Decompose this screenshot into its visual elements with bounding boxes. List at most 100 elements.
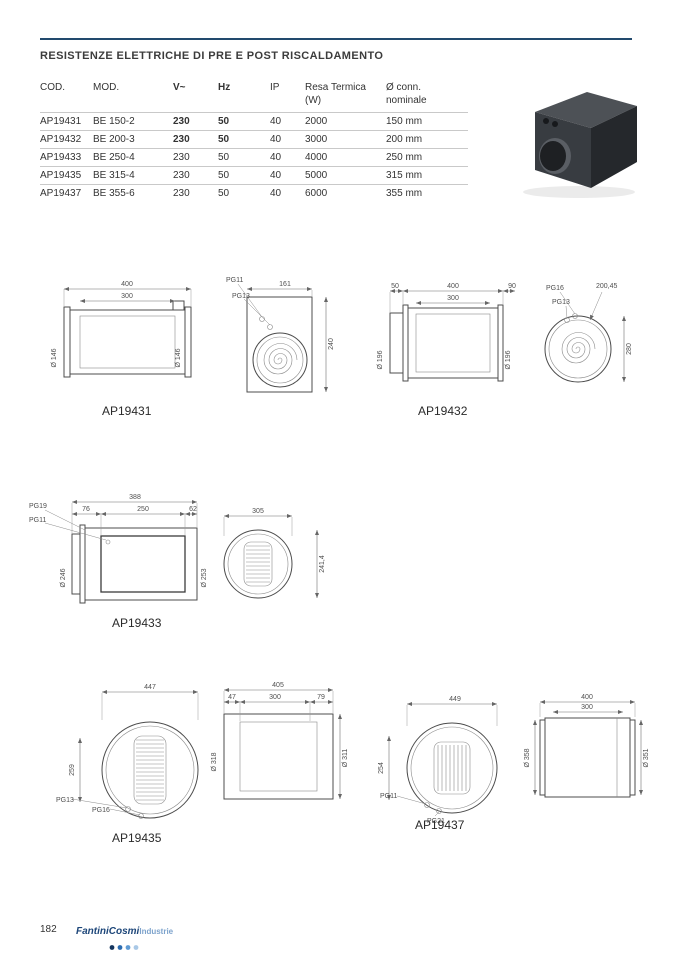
cell-ip: 40 bbox=[270, 134, 282, 145]
ap19431-front-dimensions bbox=[247, 287, 328, 392]
gland-circle bbox=[125, 806, 131, 812]
cell-cod: AP19435 bbox=[40, 170, 82, 181]
diam-left-label: Ø 146 bbox=[51, 348, 58, 367]
front-height-label: 280 bbox=[626, 343, 633, 355]
cell-mod: BE 355-6 bbox=[93, 188, 135, 199]
cell-ip: 40 bbox=[270, 152, 282, 163]
drawing-label-ap19437: AP19437 bbox=[415, 818, 465, 832]
heater-box-front bbox=[591, 106, 637, 188]
col-header-volt: V~ bbox=[173, 82, 186, 93]
front-diag-label: 200,45 bbox=[596, 283, 618, 290]
gland2-label: PG13 bbox=[232, 293, 250, 300]
ap19437-front-dimensions bbox=[387, 702, 498, 800]
gland-circle bbox=[105, 539, 111, 545]
heating-coil bbox=[561, 332, 596, 364]
ap19435-side-view: 405 47 300 79 Ø 311 bbox=[223, 682, 349, 800]
cell-conn: 150 mm bbox=[386, 116, 423, 127]
cable-gland bbox=[552, 121, 558, 127]
gland-circle bbox=[572, 313, 578, 319]
front-height-label: 259 bbox=[69, 764, 76, 776]
diam-right-label: Ø 146 bbox=[175, 348, 182, 367]
drawing-label-ap19433: AP19433 bbox=[112, 616, 162, 630]
gland1-label: PG16 bbox=[546, 285, 564, 292]
cell-conn: 200 mm bbox=[386, 134, 423, 145]
table-row: AP19435 BE 315-4 230 50 40 5000 315 mm bbox=[40, 166, 468, 185]
ap19437-side-dimensions bbox=[533, 700, 643, 795]
col-header-resa: Resa Termica (W) bbox=[305, 82, 366, 106]
gland-circle bbox=[424, 802, 430, 808]
offset-right-label: 90 bbox=[508, 283, 516, 290]
cell-resa: 2000 bbox=[305, 116, 328, 127]
diam-front-label: Ø 318 bbox=[211, 752, 218, 771]
drawing-ap19433: 388 76 250 62 PG19 PG11 Ø 246 Ø 253 305 … bbox=[29, 494, 326, 604]
grille-hatch bbox=[246, 545, 270, 583]
cell-ip: 40 bbox=[270, 170, 282, 181]
ap19437-side-view: 400 300 Ø 358 Ø 351 bbox=[524, 694, 650, 798]
col-header-cod: COD. bbox=[40, 82, 65, 93]
diam-right-label: Ø 351 bbox=[643, 748, 650, 767]
cell-volt: 230 bbox=[173, 170, 190, 181]
cell-hz: 50 bbox=[218, 188, 230, 199]
dim-overall-label: 405 bbox=[272, 682, 284, 689]
seg2-label: 250 bbox=[137, 506, 149, 513]
gland2-label: PG11 bbox=[29, 517, 46, 524]
page-number: 182 bbox=[40, 924, 57, 935]
cell-cod: AP19437 bbox=[40, 188, 82, 199]
gland2-label: PG13 bbox=[552, 299, 570, 306]
logo-dots bbox=[76, 939, 173, 955]
dim-overall-label: 388 bbox=[129, 494, 141, 501]
gland2-label: PG21 bbox=[427, 818, 445, 825]
ap19433-front-view: 305 241,4 bbox=[223, 508, 326, 599]
seg3-label: 62 bbox=[189, 506, 197, 513]
cell-resa: 3000 bbox=[305, 134, 328, 145]
dim-overall-label: 400 bbox=[121, 281, 133, 288]
front-width-label: 447 bbox=[144, 684, 156, 691]
drawing-ap19437: 449 254 PG11 PG21 bbox=[378, 694, 650, 825]
gland1-label: PG13 bbox=[56, 797, 74, 804]
cell-volt: 230 bbox=[173, 188, 190, 199]
brand-logo: FantiniCosmiIndustrie bbox=[76, 922, 173, 955]
photo-shadow bbox=[523, 186, 635, 198]
drawing-ap19435: 447 259 PG13 PG16 Ø 318 bbox=[56, 682, 349, 819]
col-header-ip: IP bbox=[270, 82, 280, 93]
cell-conn: 355 mm bbox=[386, 188, 423, 199]
table-row: AP19432 BE 200-3 230 50 40 3000 200 mm bbox=[40, 130, 468, 149]
gland-circle bbox=[259, 316, 265, 322]
cell-volt: 230 bbox=[173, 134, 190, 145]
seg1-label: 76 bbox=[82, 506, 90, 513]
cell-mod: BE 150-2 bbox=[93, 116, 135, 127]
table-row: AP19437 BE 355-6 230 50 40 6000 355 mm bbox=[40, 184, 468, 203]
seg2-label: 300 bbox=[269, 694, 281, 701]
dim-overall-label: 400 bbox=[581, 694, 593, 701]
logo-sub-text: Industrie bbox=[139, 927, 174, 936]
cell-mod: BE 315-4 bbox=[93, 170, 135, 181]
ap19432-front-view: PG16 PG13 200,45 280 bbox=[544, 283, 633, 383]
ap19431-side-view: 400 300 Ø 146 Ø 146 bbox=[51, 281, 192, 378]
diam-left-label: Ø 246 bbox=[60, 568, 67, 587]
ap19431-front-view: PG11 PG13 161 240 bbox=[226, 277, 335, 393]
grille-hatch bbox=[437, 745, 467, 791]
cell-hz: 50 bbox=[218, 152, 230, 163]
cell-hz: 50 bbox=[218, 116, 230, 127]
ap19435-front-dimensions bbox=[78, 690, 199, 802]
gland-circle bbox=[436, 808, 442, 814]
drawing-label-ap19435: AP19435 bbox=[112, 831, 162, 845]
cell-mod: BE 200-3 bbox=[93, 134, 135, 145]
drawing-ap19431: 400 300 Ø 146 Ø 146 PG11 PG13 161 240 bbox=[51, 277, 335, 393]
cell-cod: AP19432 bbox=[40, 134, 82, 145]
diam-side-label: Ø 311 bbox=[342, 749, 349, 768]
cell-volt: 230 bbox=[173, 152, 190, 163]
dim-inner-label: 300 bbox=[121, 293, 133, 300]
front-width-label: 305 bbox=[252, 508, 264, 515]
table-row: AP19431 BE 150-2 230 50 40 2000 150 mm bbox=[40, 112, 468, 131]
front-height-label: 240 bbox=[328, 338, 335, 350]
cell-mod: BE 250-4 bbox=[93, 152, 135, 163]
top-rule bbox=[40, 38, 632, 40]
heating-coil bbox=[263, 343, 298, 375]
cell-hz: 50 bbox=[218, 170, 230, 181]
diam-right-label: Ø 196 bbox=[505, 350, 512, 369]
cell-resa: 6000 bbox=[305, 188, 328, 199]
table-header-row: COD. MOD. V~ Hz IP Resa Termica (W) Ø co… bbox=[40, 80, 468, 113]
cell-volt: 230 bbox=[173, 116, 190, 127]
dim-overall-label: 400 bbox=[447, 283, 459, 290]
